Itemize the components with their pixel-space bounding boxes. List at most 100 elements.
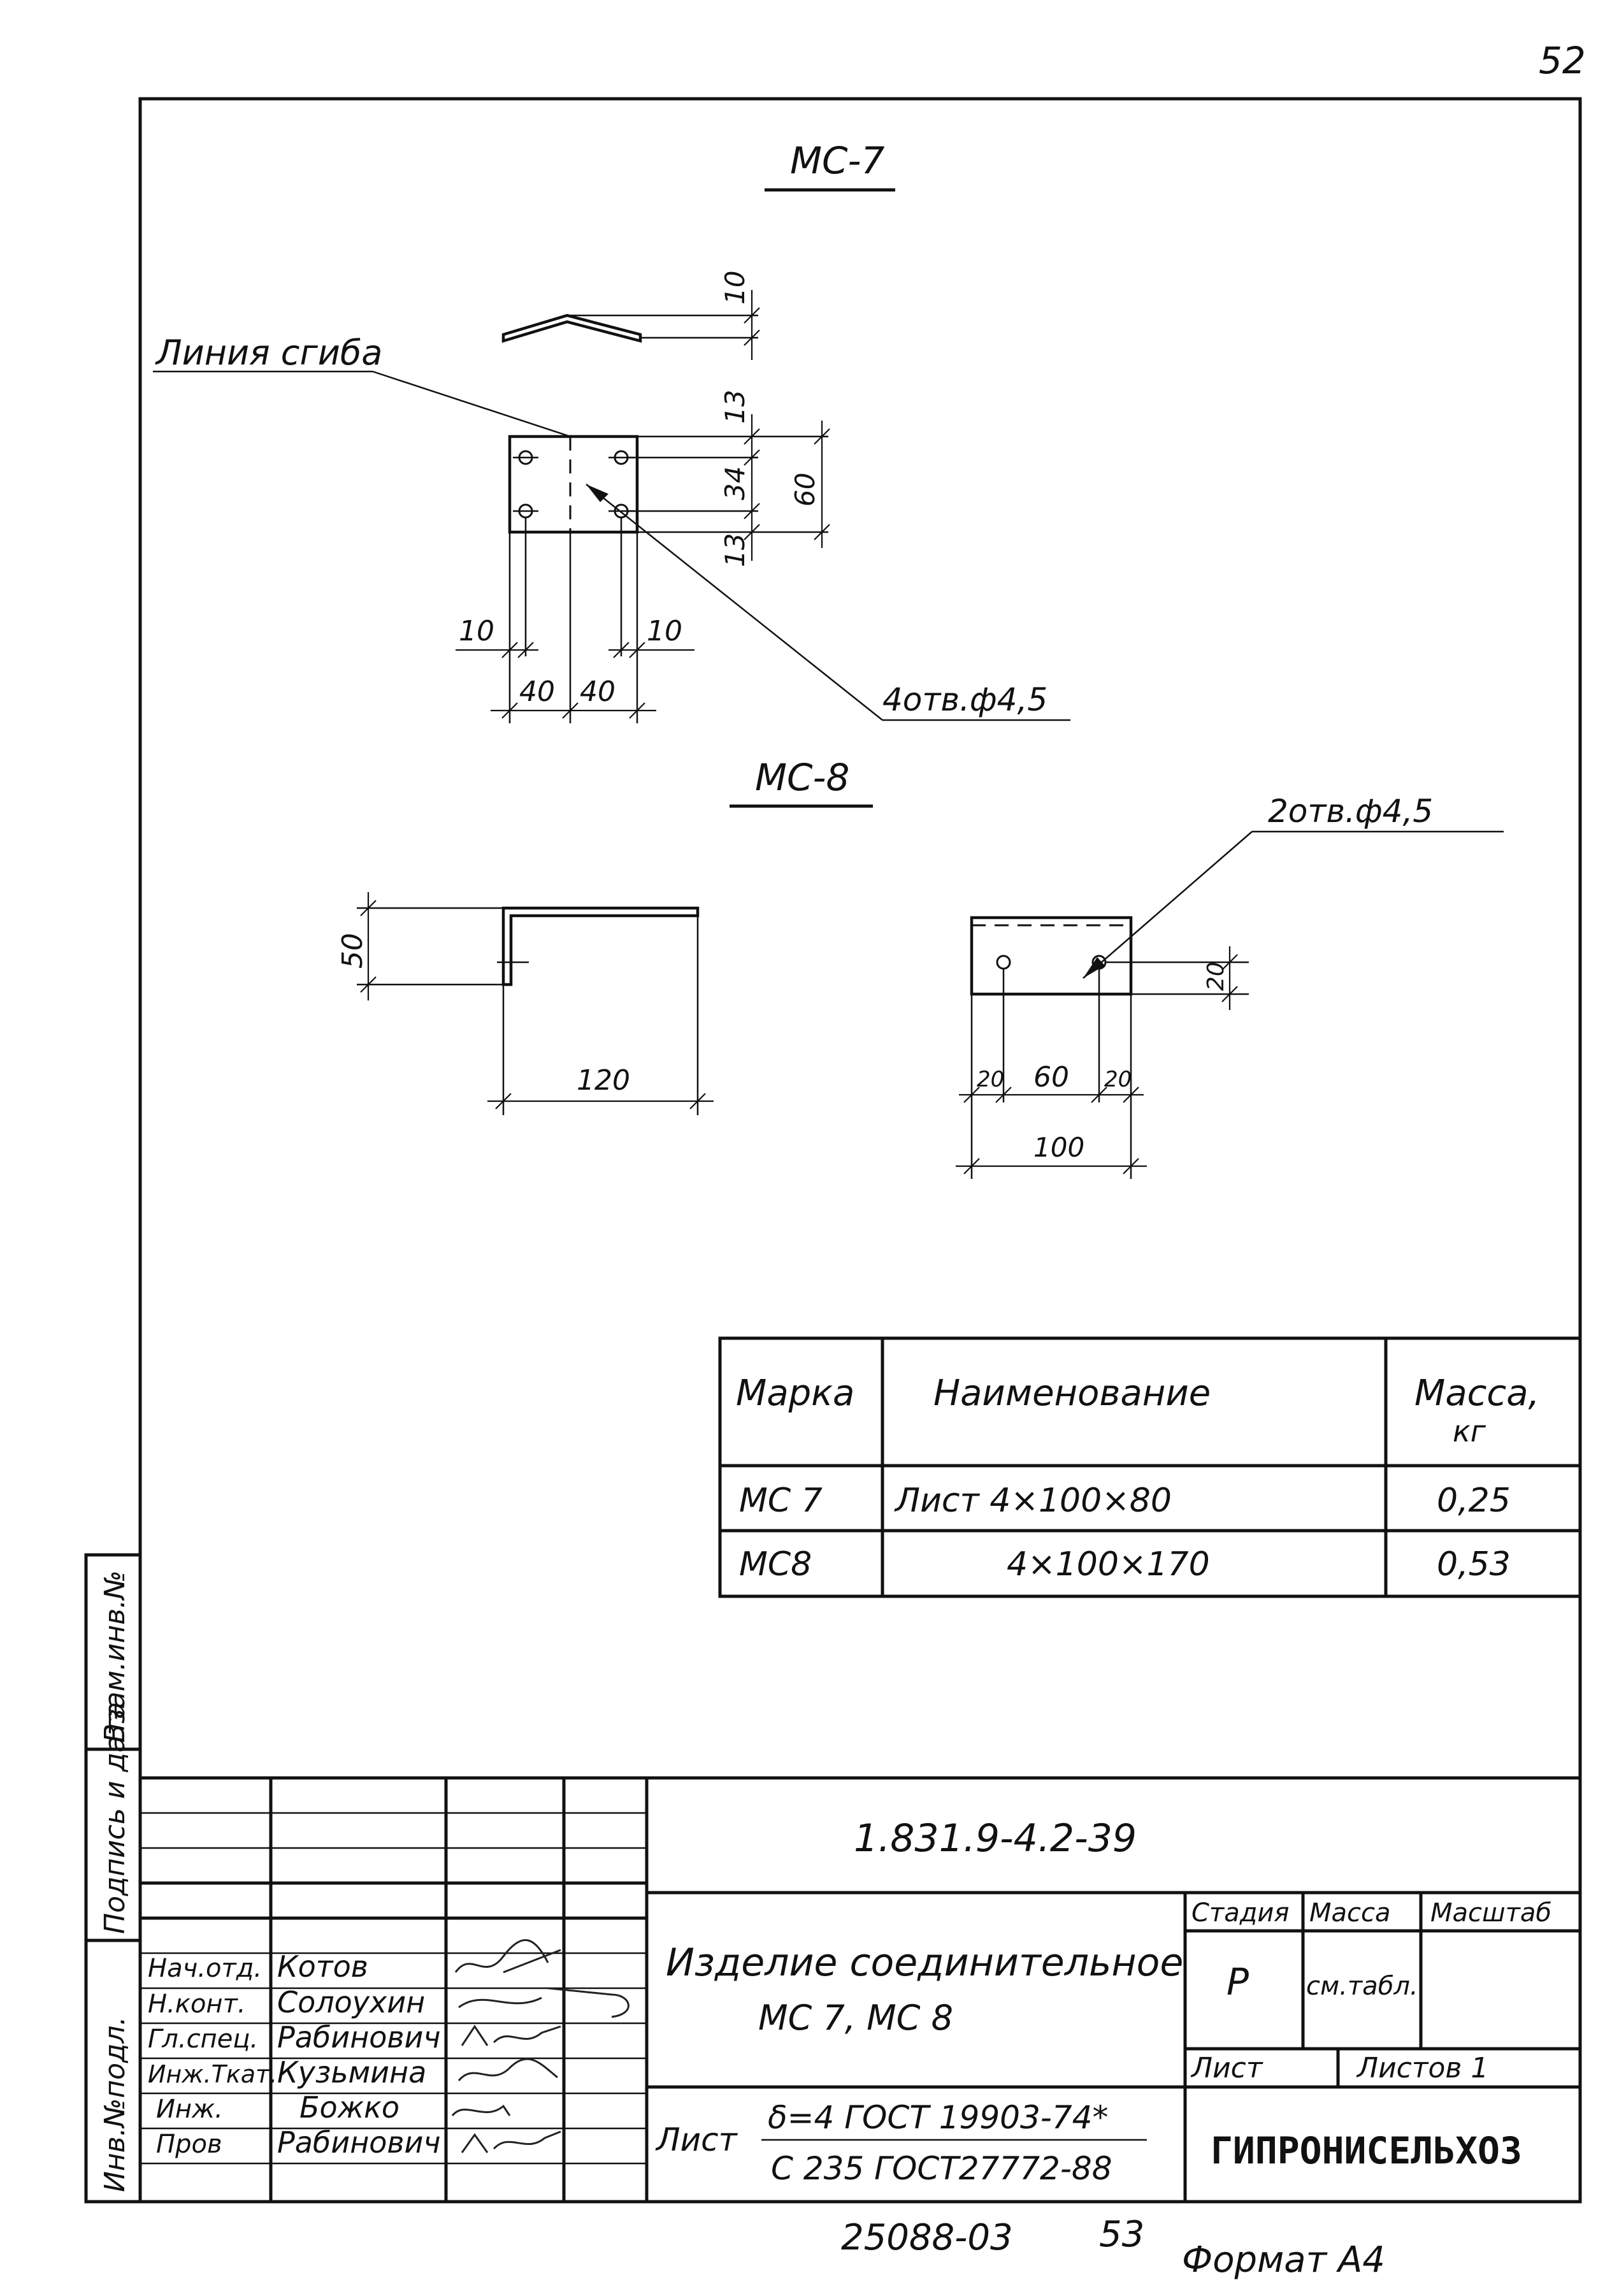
mc8-dim-width: 100 (1033, 1132, 1084, 1163)
mc7-holes-label: 4отв.ф4,5 (882, 681, 1047, 718)
mc8-dim-hole-offset: 20 (1203, 962, 1229, 991)
drawing-frame (138, 97, 1582, 2204)
mc8-tick-g (963, 1087, 980, 1103)
mc7-holes-arrow (586, 484, 608, 502)
mc7-dim-half-left: 40 (519, 675, 555, 708)
mc7-bend-line-label: Линия сгиба (155, 333, 382, 373)
mc8-holes-label: 2отв.ф4,5 (1268, 793, 1433, 830)
spec-row2-mass: 0,53 (1437, 1545, 1511, 1584)
tb-role-2: Н.конт. (148, 1989, 246, 2019)
tb-role-5: Инж. (156, 2095, 223, 2124)
mc7-dim-right-edge: 10 (647, 615, 682, 647)
mc7-dim-half-right: 40 (580, 675, 615, 708)
tb-name-1: Котов (277, 1949, 368, 1984)
mc8-dim-edge-right: 20 (1104, 1067, 1132, 1092)
mc7-dim-bend-height: 10 (719, 271, 751, 305)
mc7-tick-f (814, 524, 830, 540)
tb-signature-1 (454, 1939, 561, 1974)
mc7-tick-e (814, 428, 830, 445)
mc8-tick-h (995, 1087, 1012, 1103)
sheet-number: 52 (1539, 39, 1586, 82)
tb-role-3: Гл.спец. (148, 2025, 258, 2054)
side-stamp-replacement: Взам.инв.№ (99, 1570, 131, 1743)
side-stamp-strip: Взам.инв.№ Подпись и дата Инв.№подл. (84, 1553, 142, 2204)
mc7-tick-m (629, 702, 645, 719)
mc8-holes-arrow (1083, 957, 1105, 978)
tb-name-5: Божко (299, 2090, 399, 2125)
mc8-tick-f (1221, 986, 1238, 1002)
title-block: Нач.отд. Котов Н.конт. Солоухин Гл.спец.… (140, 1776, 1580, 2202)
mc7-dim-top-offset: 13 (719, 390, 751, 424)
mc8-tick-k (963, 1158, 980, 1174)
mc7-tick-h (517, 642, 534, 658)
mc8-tick-a (360, 900, 377, 916)
mc8-tick-c (495, 1093, 512, 1109)
mc8-dim-edge-left: 20 (977, 1067, 1004, 1092)
mc7-tick-b (744, 449, 760, 466)
mc7-plate (508, 435, 639, 534)
tb-mass-label: Масса (1309, 1898, 1391, 1928)
spec-header-mark: Марка (736, 1373, 854, 1414)
side-stamp-inventory: Инв.№подл. (99, 2016, 131, 2192)
mc7-dim-bottom-offset: 13 (719, 533, 751, 567)
mc7-tick-g (501, 642, 518, 658)
tb-name-3: Рабинович (277, 2020, 441, 2054)
mc7-dim-left-edge: 10 (459, 615, 494, 647)
tb-stage-value: Р (1227, 1960, 1249, 2004)
tb-material-line2: С 235 ГОСТ27772-88 (771, 2150, 1112, 2187)
spec-header-name: Наименование (933, 1373, 1211, 1414)
tb-title-line2: МС 7, МС 8 (758, 1998, 953, 2038)
side-stamp-border (84, 1553, 142, 2204)
mc8-dim-length: 120 (577, 1064, 630, 1097)
mc7-tick-l (562, 702, 579, 719)
mc7-tick-a (744, 428, 760, 445)
mc7-tick-k (501, 702, 518, 719)
mc8-holes-leader (1083, 831, 1253, 979)
mc7-tick-c (744, 503, 760, 519)
mc8-profile (501, 906, 700, 986)
tb-document-code: 1.831.9-4.2-39 (854, 1816, 1137, 1861)
footer-inventory-number: 25088-03 (841, 2217, 1013, 2258)
tb-title-line1: Изделие соединительное (666, 1940, 1183, 1985)
tb-role-1: Нач.отд. (148, 1954, 262, 1983)
footer-format: Формат А4 (1182, 2239, 1385, 2281)
spec-row2-mark: МС8 (739, 1545, 812, 1584)
mc8-tick-e (1221, 954, 1238, 971)
mc7-tick-j (629, 642, 645, 658)
mc7-view: МС-7 10 Линия сгиба (153, 139, 1070, 723)
mc7-dim-total-height: 60 (789, 473, 821, 507)
side-stamp-signature-date: Подпись и дата (99, 1702, 131, 1934)
mc8-dim-flange-height: 50 (336, 933, 369, 969)
mc7-dim-hole-spacing: 34 (719, 466, 751, 500)
mc8-view: МС-8 50 120 20 2отв.ф4,5 (336, 756, 1504, 1179)
tb-material-prefix: Лист (655, 2121, 738, 2158)
mc7-bent-profile (501, 314, 642, 343)
tb-stage-label: Стадия (1191, 1898, 1289, 1928)
tb-name-2: Солоухин (277, 1985, 425, 2019)
spec-header-mass-unit: кг (1453, 1414, 1486, 1448)
mc8-hole-1 (996, 955, 1011, 970)
tb-signature-2 (458, 1987, 630, 2018)
tb-signature-6 (461, 2130, 561, 2153)
mc8-tick-j (1123, 1087, 1139, 1103)
tb-material-line1: δ=4 ГОСТ 19903-74* (768, 2099, 1108, 2136)
spec-row1-mark: МС 7 (739, 1482, 823, 1520)
tb-sheets-label: Листов 1 (1356, 2052, 1488, 2084)
spec-header-mass: Масса, (1414, 1373, 1539, 1414)
mc7-tick-i (613, 642, 630, 658)
mc8-tick-i (1091, 1087, 1107, 1103)
mc7-holes-leader (586, 484, 883, 721)
tb-name-4: Кузьмина (277, 2055, 426, 2090)
spec-row2-name: 4×100×170 (1007, 1545, 1210, 1584)
footer-page: 53 (1099, 2214, 1144, 2255)
mc7-bent-dim-tick1 (744, 307, 760, 324)
mc8-tick-l (1123, 1158, 1139, 1174)
mc8-plate (970, 916, 1133, 996)
tb-role-6: Пров (156, 2130, 222, 2159)
mc8-dim-hole-spacing: 60 (1033, 1061, 1069, 1094)
tb-role-4: Инж.Ткат. (148, 2060, 277, 2088)
spec-row1-mass: 0,25 (1437, 1482, 1511, 1520)
tb-sheet-label: Лист (1190, 2052, 1263, 2084)
spec-table: Марка Наименование Масса, кг МС 7 Лист 4… (718, 1336, 1582, 1598)
